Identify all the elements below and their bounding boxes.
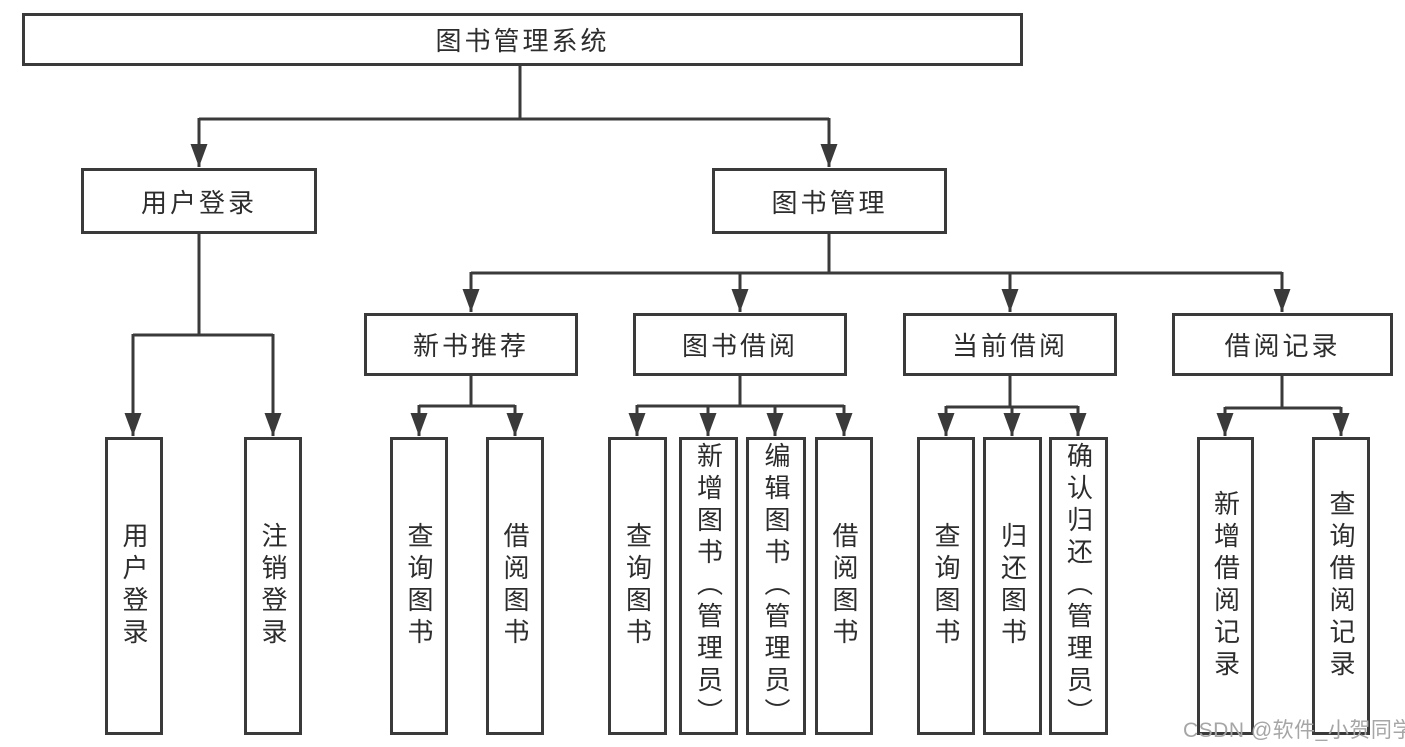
node-user-login: 用户登录: [81, 168, 317, 234]
leaf-add-book-admin-label: 新增图书（管理员）: [693, 442, 724, 730]
node-borrow-records-label: 借阅记录: [1224, 331, 1341, 361]
leaf-edit-book-admin-label: 编辑图书（管理员）: [761, 442, 791, 730]
node-current-borrow-label: 当前借阅: [951, 331, 1068, 361]
leaf-edit-book-admin: 编辑图书（管理员）: [746, 437, 806, 735]
node-book-management-label: 图书管理: [771, 187, 888, 218]
leaf-logout-label: 注销登录: [258, 522, 288, 650]
node-new-book-recommend-label: 新书推荐: [412, 331, 529, 361]
node-root: 图书管理系统: [22, 13, 1023, 66]
leaf-borrow-books-recommend-label: 借阅图书: [500, 522, 530, 650]
node-book-management: 图书管理: [712, 168, 947, 234]
node-user-login-label: 用户登录: [140, 187, 257, 218]
leaf-query-books-current-label: 查询图书: [931, 522, 961, 650]
leaf-query-books-current: 查询图书: [917, 437, 975, 735]
leaf-return-book-label: 归还图书: [997, 522, 1028, 650]
leaf-add-book-admin: 新增图书（管理员）: [679, 437, 738, 735]
leaf-borrow-books-borrow: 借阅图书: [815, 437, 873, 735]
leaf-borrow-books-borrow-label: 借阅图书: [829, 522, 859, 650]
leaf-logout: 注销登录: [244, 437, 302, 735]
watermark: CSDN @软件_小贺同学: [1183, 719, 1405, 742]
leaf-query-books-recommend: 查询图书: [390, 437, 448, 735]
leaf-confirm-return-admin: 确认归还（管理员）: [1049, 437, 1108, 735]
node-borrow-records: 借阅记录: [1172, 313, 1393, 376]
leaf-query-books-borrow: 查询图书: [608, 437, 667, 735]
node-book-borrow-label: 图书借阅: [681, 331, 798, 361]
leaf-add-borrow-record-label: 新增借阅记录: [1210, 490, 1241, 682]
leaf-user-login-label: 用户登录: [119, 522, 149, 650]
leaf-query-borrow-record-label: 查询借阅记录: [1326, 490, 1356, 682]
leaf-borrow-books-recommend: 借阅图书: [486, 437, 544, 735]
leaf-return-book: 归还图书: [983, 437, 1042, 735]
leaf-add-borrow-record: 新增借阅记录: [1197, 437, 1254, 735]
leaf-query-borrow-record: 查询借阅记录: [1312, 437, 1370, 735]
leaf-user-login: 用户登录: [105, 437, 163, 735]
leaf-query-books-borrow-label: 查询图书: [622, 522, 653, 650]
node-new-book-recommend: 新书推荐: [364, 313, 578, 376]
node-book-borrow: 图书借阅: [633, 313, 847, 376]
leaf-query-books-recommend-label: 查询图书: [404, 522, 434, 650]
leaf-confirm-return-admin-label: 确认归还（管理员）: [1063, 442, 1094, 730]
node-current-borrow: 当前借阅: [903, 313, 1117, 376]
node-root-label: 图书管理系统: [435, 26, 610, 56]
